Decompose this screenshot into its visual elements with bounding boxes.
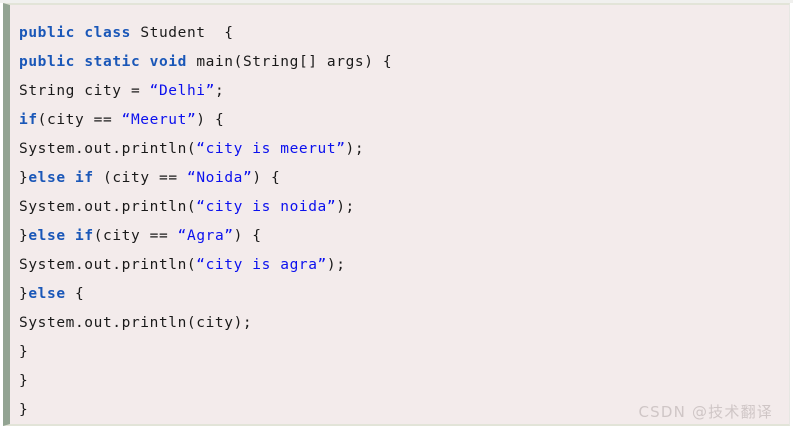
code-token-plain (66, 170, 75, 186)
code-token-str: “Agra” (177, 228, 234, 244)
code-token-kw: public (19, 54, 75, 70)
code-token-plain: ); (336, 199, 355, 215)
code-token-plain: ); (345, 141, 365, 157)
code-token-plain: { (65, 286, 85, 302)
code-token-str: “Meerut” (121, 112, 197, 128)
code-token-plain (140, 54, 149, 70)
code-token-plain: System.out.println( (19, 257, 197, 273)
code-token-kw: else (28, 228, 66, 244)
code-token-kw: if (75, 228, 94, 244)
code-token-plain: } (19, 373, 29, 389)
code-token-str: “city is meerut” (196, 141, 346, 157)
code-token-plain: String city = (19, 83, 150, 99)
code-line: System.out.println(“city is noida”); (19, 193, 789, 222)
code-token-plain (75, 25, 84, 41)
code-token-plain: ) { (252, 170, 281, 186)
code-token-plain: ) { (233, 228, 262, 244)
code-token-plain: } (19, 344, 29, 360)
code-token-kw: if (19, 112, 38, 128)
code-token-plain: System.out.println( (19, 199, 197, 215)
code-token-plain: } (19, 286, 29, 302)
code-token-str: “Delhi” (149, 83, 215, 99)
code-line: System.out.println(“city is meerut”); (19, 135, 789, 164)
code-lines-container[interactable]: public class Student {public static void… (10, 5, 789, 424)
code-token-kw: class (84, 25, 131, 41)
code-token-plain: ; (214, 83, 225, 99)
code-token-str: “Noida” (187, 170, 253, 186)
code-token-plain: (city == (93, 228, 178, 244)
code-token-plain: } (19, 228, 29, 244)
code-token-kw: else (28, 170, 66, 186)
code-token-plain: } (19, 170, 29, 186)
code-token-kw: if (75, 170, 94, 186)
code-token-plain: (city == (37, 112, 122, 128)
code-line: } (19, 396, 789, 424)
code-token-plain: System.out.println( (19, 141, 197, 157)
code-token-plain: System.out.println(city); (19, 315, 253, 331)
code-line: System.out.println(“city is agra”); (19, 251, 789, 280)
code-line: if(city == “Meerut”) { (19, 106, 789, 135)
code-token-plain: Student { (130, 25, 234, 41)
code-line: } (19, 367, 789, 396)
code-token-plain: } (19, 402, 29, 418)
code-line: }else if (city == “Noida”) { (19, 164, 789, 193)
code-line: public static void main(String[] args) { (19, 48, 789, 77)
code-line: public class Student { (19, 19, 789, 48)
code-token-kw: void (149, 54, 187, 70)
code-block: public class Student {public static void… (3, 3, 790, 426)
code-line: } (19, 338, 789, 367)
code-token-kw: static (84, 54, 141, 70)
top-strip (0, 0, 793, 3)
code-token-plain: (city == (93, 170, 187, 186)
code-token-plain: ); (326, 257, 346, 273)
code-token-plain: ) { (196, 112, 225, 128)
code-line: }else { (19, 280, 789, 309)
code-token-str: “city is agra” (196, 257, 327, 273)
code-token-kw: else (28, 286, 66, 302)
code-line: }else if(city == “Agra”) { (19, 222, 789, 251)
watermark-text: CSDN @技术翻译 (638, 403, 773, 421)
code-token-str: “city is noida” (196, 199, 337, 215)
code-token-plain: main(String[] args) { (186, 54, 393, 70)
code-line: System.out.println(city); (19, 309, 789, 338)
code-token-kw: public (19, 25, 75, 41)
code-token-plain (66, 228, 75, 244)
code-line: String city = “Delhi”; (19, 77, 789, 106)
code-token-plain (75, 54, 84, 70)
